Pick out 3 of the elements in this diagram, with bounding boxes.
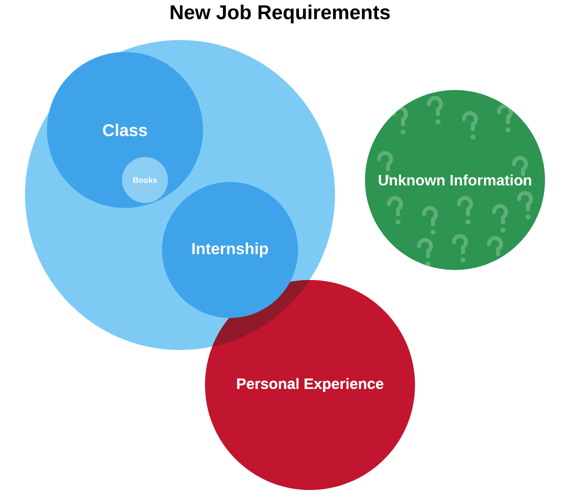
title: New Job Requirements bbox=[170, 4, 390, 24]
circle bbox=[205, 280, 415, 490]
circle-label: Personal Experience bbox=[237, 378, 384, 392]
